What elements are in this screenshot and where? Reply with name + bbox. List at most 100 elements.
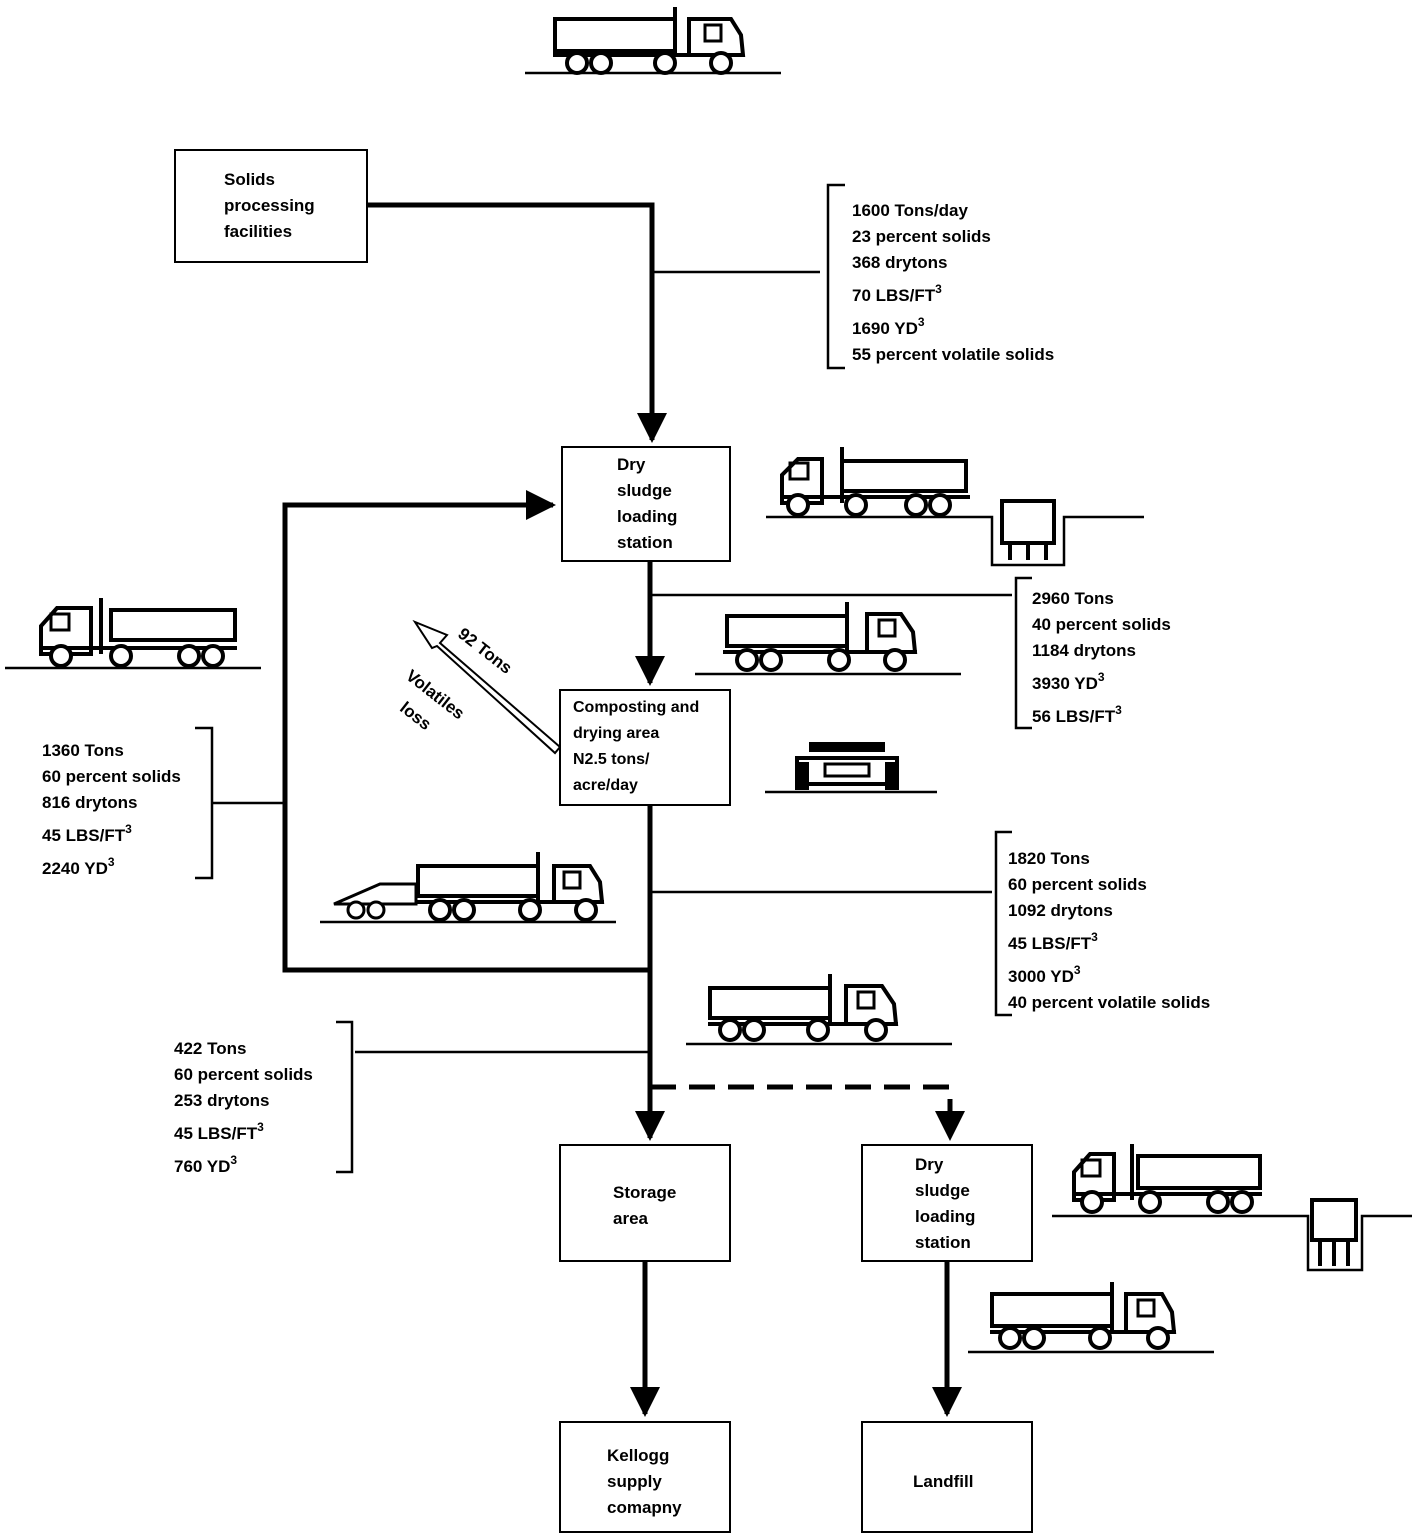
label-line: Kellogg <box>607 1446 670 1465</box>
label-line: Landfill <box>913 1472 974 1491</box>
note-line: 1600 Tons/day <box>852 201 968 220</box>
dump-truck-icon <box>968 1282 1214 1354</box>
label-line: Dry <box>617 455 646 474</box>
note-line: 422 Tons <box>174 1039 247 1058</box>
label-line: sludge <box>617 481 672 500</box>
box-label: Storage area <box>613 1180 676 1232</box>
note-value: 56 LBS/FT <box>1032 707 1116 726</box>
composting-drying-area-box: Composting and drying area N2.5 tons/ ac… <box>559 689 731 806</box>
box-label: Landfill <box>913 1469 973 1495</box>
note-line: 253 drytons <box>174 1091 270 1110</box>
note-line: 40 percent solids <box>1032 615 1171 634</box>
note-line: 368 drytons <box>852 253 948 272</box>
note-compost-out: 1820 Tons 60 percent solids 1092 drytons… <box>1008 846 1210 1016</box>
label-line: comapny <box>607 1498 682 1517</box>
dump-truck-icon <box>695 602 961 676</box>
note-storage-in: 422 Tons 60 percent solids 253 drytons 4… <box>174 1036 313 1180</box>
note-value: 45 LBS/FT <box>1008 934 1092 953</box>
note-line: 1092 drytons <box>1008 901 1113 920</box>
note-value: 3930 YD <box>1032 674 1098 693</box>
exponent: 3 <box>230 1153 238 1167</box>
note-solids-out: 1600 Tons/day 23 percent solids 368 dryt… <box>852 198 1054 368</box>
label-line: sludge <box>915 1181 970 1200</box>
bracket <box>336 1020 354 1174</box>
exponent: 3 <box>125 822 132 836</box>
note-line: 1184 drytons <box>1032 641 1136 660</box>
note-line: 45 LBS/FT3 <box>42 816 181 849</box>
note-line: 760 YD3 <box>174 1147 313 1180</box>
note-line: 60 percent solids <box>174 1065 313 1084</box>
trailer-truck-icon <box>320 852 616 924</box>
label-line: N2.5 tons/ <box>573 751 650 768</box>
flow-arrow-solids-to-loading <box>368 202 667 443</box>
note-loading-out: 2960 Tons 40 percent solids 1184 drytons… <box>1032 586 1171 730</box>
bracket <box>826 183 845 370</box>
exponent: 3 <box>1097 670 1105 684</box>
dump-truck-icon <box>5 598 261 670</box>
note-line: 56 LBS/FT3 <box>1032 697 1171 730</box>
note-line: 2240 YD3 <box>42 849 181 882</box>
exponent: 3 <box>1091 930 1098 944</box>
bracket <box>1014 576 1032 730</box>
note-line: 60 percent solids <box>42 767 181 786</box>
note-line: 3930 YD3 <box>1032 664 1171 697</box>
dry-sludge-loading-station-2-box: Dry sludge loading station <box>861 1144 1033 1262</box>
compost-turner-icon <box>765 742 937 794</box>
label-line: loading <box>617 507 678 526</box>
note-value: 70 LBS/FT <box>852 286 936 305</box>
note-line: 45 LBS/FT3 <box>174 1114 313 1147</box>
note-line: 3000 YD3 <box>1008 957 1210 990</box>
box-label: Solids processing facilities <box>224 167 315 245</box>
label-line: processing <box>224 196 315 215</box>
box-label: Dry sludge loading station <box>617 452 677 556</box>
note-line: 816 drytons <box>42 793 138 812</box>
note-line: 55 percent volatile solids <box>852 345 1055 364</box>
label-line: station <box>617 533 673 552</box>
note-value: 2240 YD <box>42 859 108 878</box>
box-label: Kellogg supply comapny <box>607 1443 682 1521</box>
label-line: acre/day <box>573 777 638 794</box>
exponent: 3 <box>107 855 115 869</box>
note-value: 45 LBS/FT <box>174 1124 258 1143</box>
note-line: 1820 Tons <box>1008 849 1090 868</box>
dump-truck-icon <box>686 974 952 1046</box>
flow-arrow-dashed-to-landfill-loading <box>650 1084 965 1141</box>
flow-arrow-recycle <box>282 490 650 973</box>
solids-processing-box: Solids processing facilities <box>174 149 368 263</box>
landfill-box: Landfill <box>861 1421 1033 1533</box>
note-line: 45 LBS/FT3 <box>1008 924 1210 957</box>
note-line: 70 LBS/FT3 <box>852 276 1054 309</box>
label-line: Dry <box>915 1155 944 1174</box>
exponent: 3 <box>257 1120 264 1134</box>
note-value: 45 LBS/FT <box>42 826 126 845</box>
bracket <box>195 726 214 880</box>
kellogg-supply-box: Kellogg supply comapny <box>559 1421 731 1533</box>
note-line: 40 percent volatile solids <box>1008 993 1211 1012</box>
volatiles-loss-arrow <box>412 619 562 755</box>
bracket <box>994 830 1012 1017</box>
box-label: Composting and drying area N2.5 tons/ ac… <box>573 695 699 799</box>
label-line: Composting and <box>573 699 700 716</box>
exponent: 3 <box>935 282 942 296</box>
note-line: 2960 Tons <box>1032 589 1114 608</box>
storage-area-box: Storage area <box>559 1144 731 1262</box>
label-line: drying area <box>573 725 660 742</box>
dry-sludge-loading-station-box: Dry sludge loading station <box>561 446 731 562</box>
label-line: loading <box>915 1207 976 1226</box>
note-value: 3000 YD <box>1008 967 1074 986</box>
exponent: 3 <box>1073 963 1081 977</box>
label-line: Storage <box>613 1183 677 1202</box>
label-line: Solids <box>224 170 276 189</box>
note-line: 23 percent solids <box>852 227 991 246</box>
note-value: 1690 YD <box>852 319 918 338</box>
note-recycle: 1360 Tons 60 percent solids 816 drytons … <box>42 738 181 882</box>
note-line: 1360 Tons <box>42 741 124 760</box>
exponent: 3 <box>917 315 925 329</box>
box-label: Dry sludge loading station <box>915 1152 975 1256</box>
label-line: supply <box>607 1472 662 1491</box>
label-line: station <box>915 1233 971 1252</box>
dump-truck-icon <box>1052 1144 1412 1272</box>
label-line: facilities <box>224 222 293 241</box>
